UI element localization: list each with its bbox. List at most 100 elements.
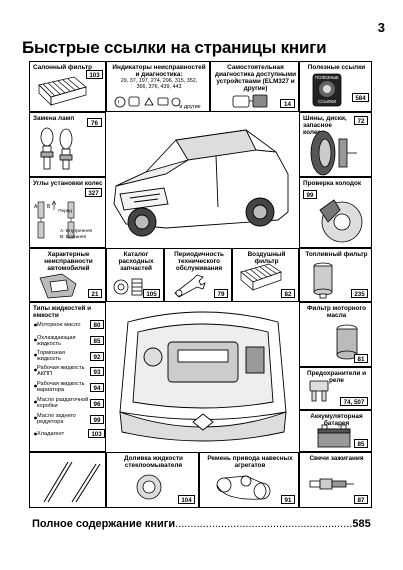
washer-page[interactable]: 104 [178,495,195,504]
svg-text:A: A [34,204,38,210]
wheel-alignment-page[interactable]: 327 [85,188,102,197]
tires-cell[interactable]: Шины, диски, запасное колесо 72 [299,112,372,177]
engine-bay-illustration [106,302,299,452]
fuse-icon [309,380,329,402]
broken-engine-icon [39,273,77,299]
bottom-left-illustration [29,452,106,508]
bulb-icon [40,127,73,170]
self-diag-label: Самостоятельная диагностика доступными у… [214,64,297,92]
maintenance-label: Периодичность технического обслуживания [174,251,224,272]
fuses-label: Предохранители и реле [306,370,367,384]
maintenance-cell[interactable]: Периодичность технического обслуживания … [164,248,232,302]
belt-page[interactable]: 91 [281,495,295,504]
catalog-cell[interactable]: Каталог расходных запчастей 105 [106,248,164,302]
washer-label: Доливка жидкости стеклоомывателя [124,455,183,469]
alignment-diagram-icon: A B [34,200,75,239]
useful-links-cell[interactable]: Полезные ссылки ПОЛЕЗНЫЕ ССЫЛКИ 584 [299,61,372,112]
fuses-page[interactable]: 74, 507 [340,397,368,406]
fluid-item-label: Охлаждающая жидкость [37,335,76,347]
car-illustration [106,112,299,248]
fluid-item-label: Тормозная жидкость [37,350,65,362]
maintenance-page[interactable]: 79 [214,289,228,298]
cabin-filter-cell[interactable]: Салонный фильтр 103 [29,61,106,112]
cabin-filter-page[interactable]: 103 [86,70,103,79]
svg-text:!: ! [118,101,120,107]
engine-bay-icon [119,311,287,442]
spark-plugs-cell[interactable]: Свечи зажигания 87 [299,452,372,508]
brake-check-label: Проверка колодок [303,180,362,187]
air-filter-label: Воздушный фильтр [247,251,286,265]
fluid-item-label: Хладагент [37,431,65,437]
fluid-item-page[interactable]: 94 [90,383,104,392]
useful-links-label: Полезные ссылки [307,64,366,71]
footer-contents-link[interactable]: Полное содержание книги.................… [32,518,371,530]
battery-label: Аккумуляторная батарея [310,413,363,427]
cabin-filter-label: Салонный фильтр [33,64,92,71]
self-diag-cell[interactable]: Самостоятельная диагностика доступными у… [210,61,299,112]
faults-cell[interactable]: Характерные неисправности автомобилей 21 [29,248,106,302]
fluid-item-page[interactable]: 103 [88,429,105,438]
catalog-page[interactable]: 105 [143,289,160,298]
lamp-replace-page[interactable]: 76 [87,118,102,127]
battery-cell[interactable]: Аккумуляторная батарея 85 [299,410,372,452]
wheel-alignment-legend-b: В: Внешняя [60,235,87,240]
footer-dots: ........................................… [175,518,353,530]
fluid-item-page[interactable]: 93 [90,367,104,376]
air-filter-cell[interactable]: Воздушный фильтр 82 [232,248,299,302]
fuel-filter-cell[interactable]: Топливный фильтр 235 [299,248,372,302]
fluid-item-label: Масло заднего редуктора [37,413,76,425]
wheel-alignment-front: Перед [58,208,72,213]
spark-plugs-page[interactable]: 87 [354,495,368,504]
washer-cell[interactable]: Доливка жидкости стеклоомывателя 104 [106,452,199,508]
spark-plug-icon [309,478,354,490]
indicators-extra: и другие [179,104,201,110]
tire-icon [310,130,357,176]
fluid-item-page[interactable]: 80 [90,320,104,329]
parts-icon [113,278,143,296]
belt-icon [216,475,271,500]
air-filter-page[interactable]: 82 [281,289,295,298]
fluid-item-label: Моторное масло [37,322,81,328]
tires-page[interactable]: 72 [354,116,368,125]
fluid-item-page[interactable]: 99 [90,415,104,424]
brake-check-page[interactable]: 99 [303,190,317,199]
oil-filter-page[interactable]: 81 [354,354,368,363]
lamp-replace-cell[interactable]: Замена ламп 76 [29,112,106,177]
wheel-alignment-label: Углы установки колес [33,180,103,187]
fluid-item-page[interactable]: 96 [90,399,104,408]
fluid-item-page[interactable]: 85 [90,336,104,345]
oil-filter-icon [336,324,358,360]
air-filter-icon [240,263,282,291]
fuel-filter-page[interactable]: 235 [351,289,368,298]
spark-plugs-label: Свечи зажигания [309,455,364,462]
car-suv-icon [113,129,289,237]
indicators-cell[interactable]: Индикаторы неисправностей и диагностика:… [106,61,210,112]
footer-text: Полное содержание книги [32,518,176,530]
self-diag-page[interactable]: 14 [280,99,295,108]
fluids-cell: Типы жидкостей и емкости Моторное масло … [29,302,106,452]
useful-links-page[interactable]: 584 [352,93,369,102]
oil-filter-cell[interactable]: Фильтр моторного масла 81 [299,302,372,367]
wrench-icon [174,274,206,298]
faults-label: Характерные неисправности автомобилей [44,251,93,272]
oil-filter-label: Фильтр моторного масла [306,305,367,319]
brake-check-cell[interactable]: Проверка колодок 99 [299,177,372,248]
fuel-filter-icon [313,262,333,299]
svg-text:B: B [47,204,51,210]
belt-label: Ремень привода навесных агрегатов [207,455,293,469]
fuel-filter-label: Топливный фильтр [305,251,368,258]
useful-links-badge-line1: ПОЛЕЗНЫЕ [315,75,339,80]
fuses-cell[interactable]: Предохранители и реле 74, 507 [299,367,372,410]
wiper-icon [43,461,101,503]
battery-icon [317,424,351,448]
fluid-item-page[interactable]: 92 [90,352,104,361]
obd-scanner-icon [232,94,268,108]
faults-page[interactable]: 21 [88,289,102,298]
battery-page[interactable]: 85 [354,439,368,448]
belt-cell[interactable]: Ремень привода навесных агрегатов 91 [199,452,299,508]
wheel-alignment-cell[interactable]: Углы установки колес 327 A B Перед А: Вн… [29,177,106,248]
indicators-label: Индикаторы неисправностей и диагностика: [112,64,206,78]
tires-label: Шины, диски, запасное колесо [303,115,347,136]
cabin-filter-icon [38,76,87,106]
fluid-item-label: Масло раздаточной коробки [37,397,89,409]
